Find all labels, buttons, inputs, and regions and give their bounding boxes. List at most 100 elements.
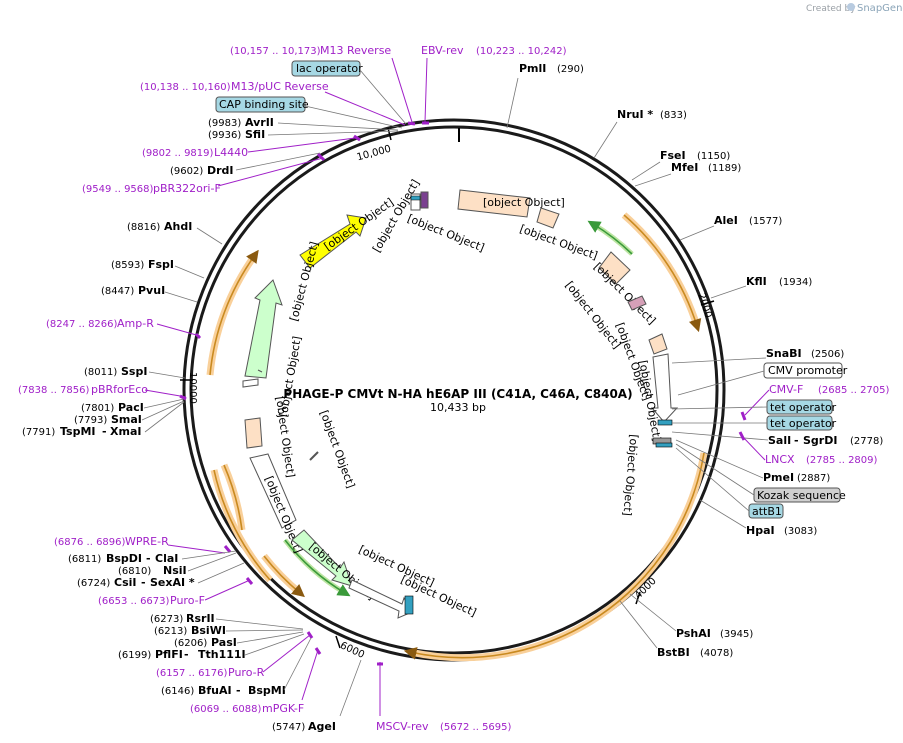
primer-l4440[interactable]: (9802 .. 9819) L4440 [142,134,361,159]
svg-text:(8011): (8011) [84,367,117,378]
enzyme-sfii[interactable]: (9936) SfiI [208,128,399,141]
svg-text:(1577): (1577) [749,216,782,227]
enzyme-bstbi[interactable]: BstBI (4078) [619,600,733,659]
enzyme-agei[interactable]: (5747) AgeI [272,659,362,733]
svg-text:TspMI: TspMI [60,425,96,438]
box-attb1[interactable]: attB1 [675,447,784,519]
svg-text:PflFI: PflFI [155,648,183,661]
svg-text:(1150): (1150) [697,151,730,162]
svg-text:-: - [236,684,241,697]
box-lac-operator[interactable]: lac operator [291,60,407,125]
svg-text:WPRE-R: WPRE-R [125,535,169,548]
primer-cmv-f[interactable]: CMV-F (2685 .. 2705) [740,383,890,421]
enzyme-kfli[interactable]: KflI (1934) [710,275,812,299]
enzyme-sali-sgrdi[interactable]: SalI - SgrDI (2778) [671,431,883,447]
svg-text:CAP binding site: CAP binding site [219,98,309,111]
svg-text:(3945): (3945) [720,629,753,640]
enzyme-pasi[interactable]: (6206) PasI [174,631,304,649]
svg-text:-: - [102,425,107,438]
enzyme-ahdi[interactable]: (8816) AhdI [127,220,223,245]
svg-text:(4078): (4078) [700,648,733,659]
enzyme-avrii[interactable]: (9983) AvrII [208,116,399,131]
primer-ebv-rev[interactable]: EBV-rev (10,223 .. 10,242) [421,44,567,125]
enzyme-bspdi-clai[interactable]: (6811) BspDI - ClaI [68,550,237,565]
tick-2000: 2000 [695,292,715,319]
enzyme-bsiwi[interactable]: (6213) BsiWI [154,624,304,637]
enzyme-nrui[interactable]: NruI * (833) [593,108,687,159]
backbone-inner [189,125,719,655]
primer-pbr322ori-f[interactable]: (9549 .. 9568) pBR322ori-F [82,152,326,195]
svg-text:BspDI: BspDI [106,552,142,565]
svg-text:(8816): (8816) [127,222,160,233]
svg-text:(7801): (7801) [81,403,114,414]
svg-text:(9802 .. 9819): (9802 .. 9819) [142,148,214,159]
svg-text:Tth111I: Tth111I [198,648,246,661]
enzyme-pmli[interactable]: PmlI (290) [506,62,584,129]
feature-lac-promoter: [object Object] [object Object] [370,177,486,254]
enzyme-pmei[interactable]: PmeI (2887) [675,439,830,484]
enzyme-bfuai-bspmi[interactable]: (6146) BfuAI - BspMI [161,637,312,697]
enzyme-drdi[interactable]: (9602) DrdI [170,152,321,177]
primer-puro-f[interactable]: (6653 .. 6673) Puro-F [98,577,254,607]
box-kozak-sequence[interactable]: Kozak sequence [675,443,846,503]
enzyme-alei[interactable]: AleI (1577) [679,214,782,241]
primer-wpre-r[interactable]: (6876 .. 6896) WPRE-R [54,535,232,554]
svg-text:NruI *: NruI * [617,108,653,121]
box-tet-operator-1[interactable]: tet operator [671,399,837,415]
svg-text:SspI: SspI [121,365,147,378]
svg-text:PasI: PasI [211,636,237,649]
box-cmv-promoter[interactable]: CMV promoter [677,362,848,396]
primer-pbrforeco[interactable]: (7838 .. 7856) pBRforEco [18,383,187,401]
enzyme-tspmi-xmai[interactable]: (7791) TspMI - XmaI [22,401,185,438]
svg-text:CsiI: CsiI [114,576,136,589]
primer-m13-reverse[interactable]: (10,157 .. 10,173) M13 Reverse [230,44,416,126]
feature-ha: [object Object] [620,434,640,517]
svg-text:lac operator: lac operator [296,62,363,75]
primer-mscv-rev[interactable]: MSCV-rev (5672 .. 5695) [376,662,512,733]
enzyme-sspi[interactable]: (8011) SspI [84,365,186,379]
svg-text:(6206): (6206) [174,638,207,649]
enzyme-hpai[interactable]: HpaI (3083) [699,499,817,537]
svg-text:BsiWI: BsiWI [191,624,226,637]
svg-text:(2778): (2778) [850,436,883,447]
enzyme-nsii[interactable]: (6810) NsiI [118,552,237,577]
feature-factor-xa: [object Object] [309,409,357,490]
primer-puro-r[interactable]: (6157 .. 6176) Puro-R [156,631,314,679]
enzyme-smai[interactable]: (7793) SmaI [74,400,185,426]
svg-text:10,000: 10,000 [356,144,393,164]
svg-text:PacI: PacI [118,401,144,414]
enzyme-mfei[interactable]: MfeI (1189) [634,161,741,187]
enzyme-fspi[interactable]: (8593) FspI [111,258,205,279]
enzyme-csii-sexai[interactable]: (6724) CsiI - SexAI * [77,562,245,589]
enzyme-pshai[interactable]: PshAI (3945) [629,593,753,640]
svg-text:[object Object]: [object Object] [287,240,321,322]
enzyme-pflfi-tth111i[interactable]: (6199) PflFI - Tth111I [118,633,305,661]
primer-lncx[interactable]: LNCX (2785 .. 2809) [738,431,878,466]
svg-text:-: - [184,648,189,661]
svg-text:Puro-R: Puro-R [228,666,265,679]
enzyme-fsei[interactable]: FseI (1150) [631,149,730,181]
svg-text:[object Object]: [object Object] [483,196,565,209]
primer-m13-puc-reverse[interactable]: (10,138 .. 10,160) M13/pUC Reverse [140,80,406,126]
svg-text:(1934): (1934) [779,277,812,288]
svg-text:mPGK-F: mPGK-F [262,702,304,715]
feature-pgk-promoter: [object Object] [object Object] [348,543,478,619]
svg-text:(6724): (6724) [77,578,110,589]
enzyme-pvui[interactable]: (8447) PvuI [101,284,198,303]
svg-text:SmaI: SmaI [111,413,142,426]
svg-text:(6069 .. 6088): (6069 .. 6088) [190,704,262,715]
svg-text:(2506): (2506) [811,349,844,360]
enzyme-paci[interactable]: (7801) PacI [81,398,185,414]
primer-amp-r[interactable]: (8247 .. 8266) Amp-R [46,317,202,340]
primer-mpgk-f[interactable]: (6069 .. 6088) mPGK-F [190,647,322,715]
svg-text:(10,138 .. 10,160): (10,138 .. 10,160) [140,82,231,93]
svg-text:(9602): (9602) [170,166,203,177]
box-cap-binding-site[interactable]: CAP binding site [215,96,403,129]
box-tet-operator-2[interactable]: tet operator [672,415,837,431]
enzyme-snabi[interactable]: SnaBI (2506) [671,347,844,364]
enzyme-rsrii[interactable]: (6273) RsrII [150,612,304,630]
svg-text:RsrII: RsrII [186,612,215,625]
svg-text:(9983): (9983) [208,118,241,129]
svg-text:LNCX: LNCX [765,453,795,466]
svg-text:(2785 .. 2809): (2785 .. 2809) [806,455,878,466]
